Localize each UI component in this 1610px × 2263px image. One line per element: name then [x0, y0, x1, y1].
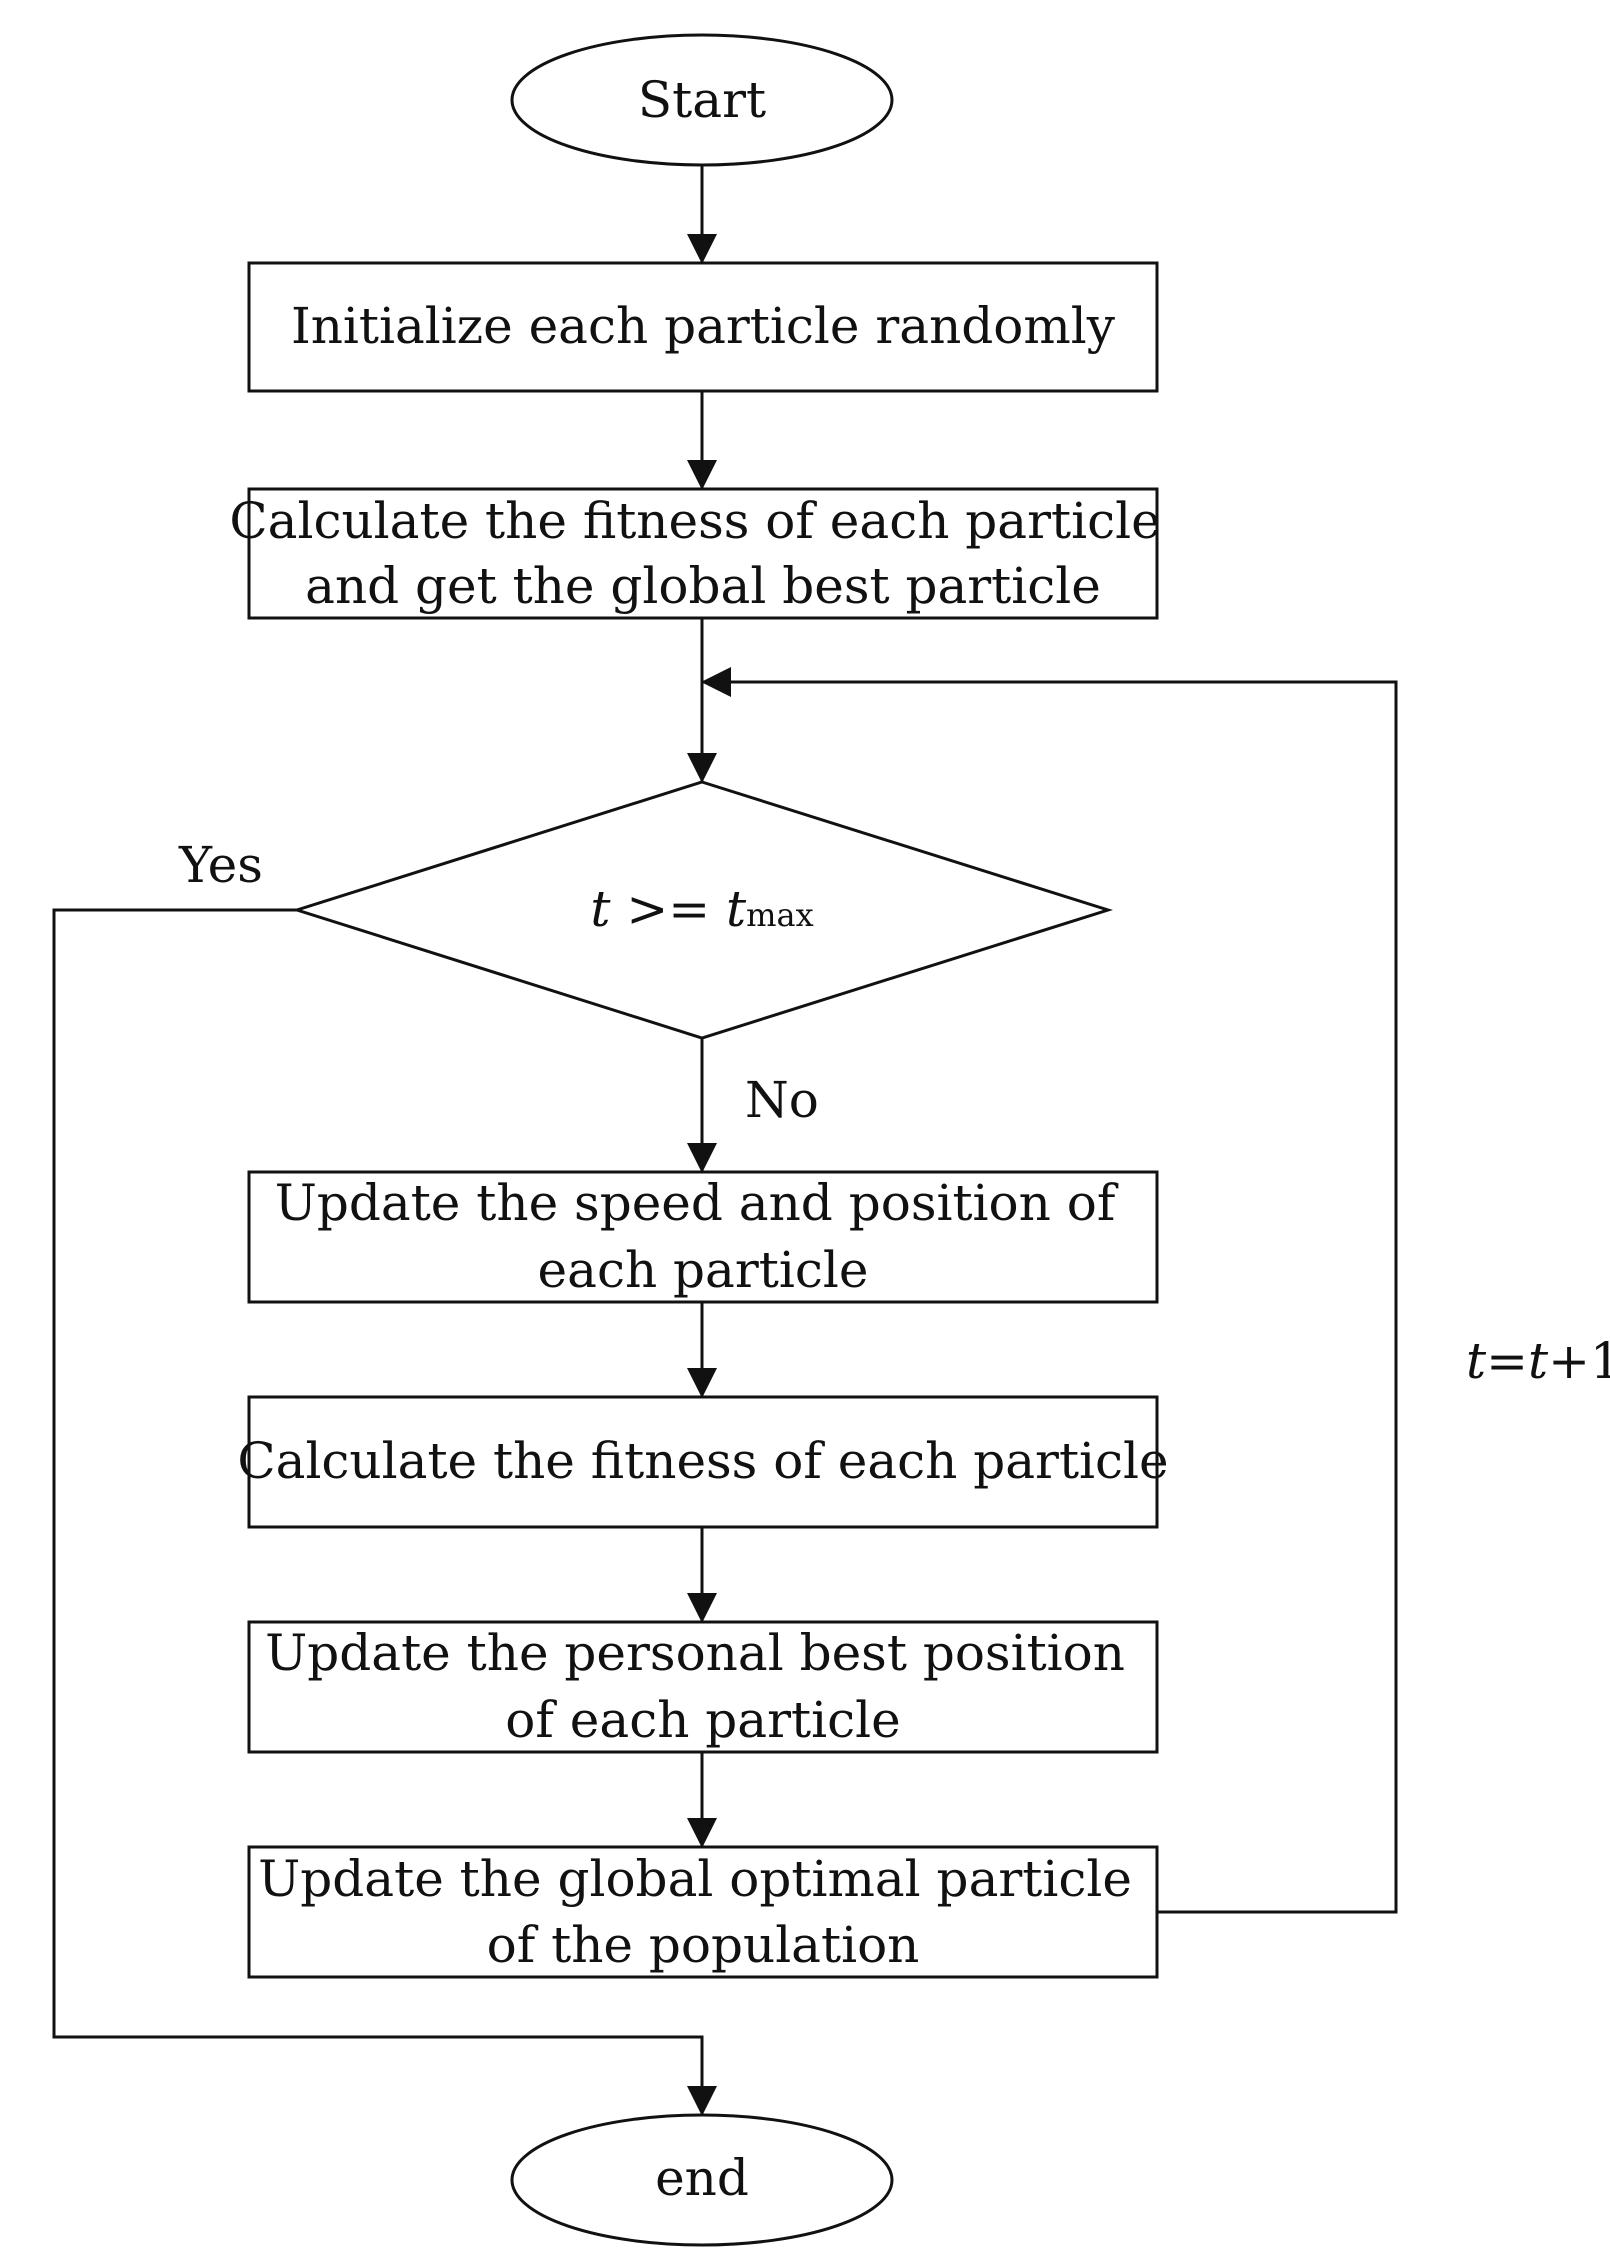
update-personal-label: Update the personal best position of eac…	[265, 1624, 1141, 1749]
start-label: Start	[638, 71, 766, 129]
update-speed-label: Update the speed and position of each pa…	[275, 1174, 1132, 1299]
init-box	[247, 261, 1159, 393]
calc-global-line-2: and get the global best particle	[305, 557, 1101, 615]
decision-label: t >= tmax	[590, 880, 813, 938]
decision-lhs: t	[590, 880, 611, 938]
update-global-line-1: Update the global optimal particle	[258, 1850, 1132, 1908]
no-label: No	[745, 1071, 819, 1129]
update-speed-line-2: each particle	[538, 1241, 869, 1299]
calc-global-label: Calculate the fitness of each particle a…	[229, 492, 1176, 615]
loop-back-connector	[701, 667, 1398, 1914]
decision-op: >=	[610, 880, 726, 938]
update-global-line-2: of the population	[487, 1916, 920, 1974]
yes-branch-connector	[52, 908, 717, 2116]
decision-rhs: t	[726, 880, 747, 938]
init-label: Initialize each particle randomly	[291, 297, 1116, 355]
loop-eq: =	[1486, 1332, 1528, 1390]
update-personal-line-1: Update the personal best position	[265, 1624, 1125, 1682]
loop-var-b: t	[1528, 1332, 1549, 1390]
update-global-label: Update the global optimal particle of th…	[258, 1850, 1148, 1974]
end-label: end	[655, 2149, 749, 2207]
loop-label: t=t+1	[1466, 1332, 1610, 1390]
loop-var-a: t	[1466, 1332, 1487, 1390]
calc-fitness-label: Calculate the fitness of each particle	[237, 1432, 1168, 1490]
loop-plus: +1	[1548, 1332, 1610, 1390]
decision-rhs-sub: max	[746, 896, 813, 934]
calc-global-line-1: Calculate the fitness of each particle	[229, 492, 1160, 550]
yes-label: Yes	[178, 836, 263, 894]
update-speed-line-1: Update the speed and position of	[275, 1174, 1119, 1232]
update-personal-line-2: of each particle	[505, 1691, 900, 1749]
